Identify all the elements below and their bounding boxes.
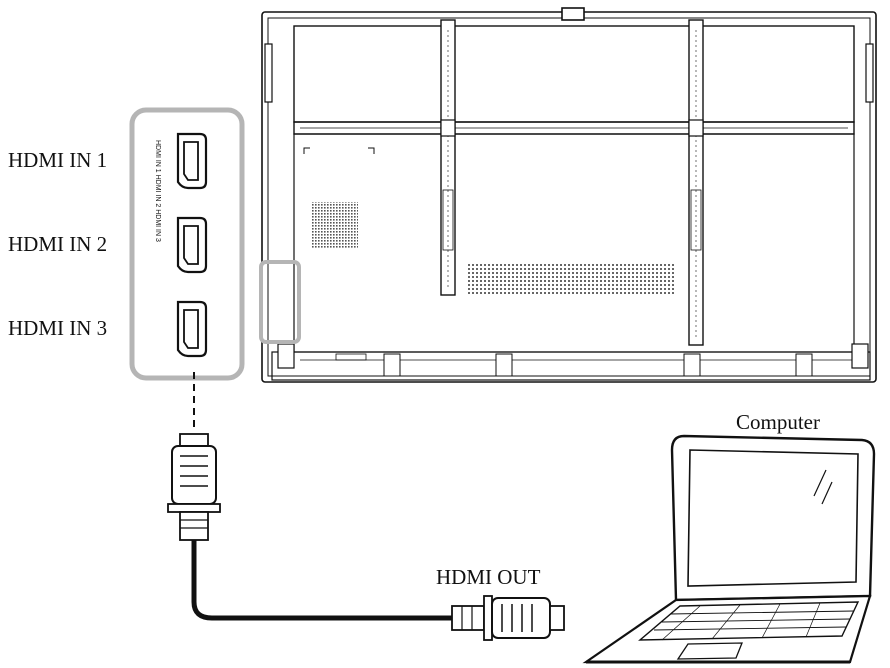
speaker-grille-large bbox=[466, 262, 674, 294]
hdmi-cable bbox=[191, 540, 454, 621]
hdmi-port-panel: HDMI IN 1 HDMI IN 2 HDMI IN 3 bbox=[129, 107, 245, 381]
hdmi-plug-vertical bbox=[167, 433, 221, 541]
hdmi-port-2-icon bbox=[176, 216, 208, 274]
speaker-grille-small bbox=[312, 202, 358, 248]
display-back-panel bbox=[261, 7, 877, 383]
hdmi-port-1-icon bbox=[176, 132, 208, 190]
computer-label: Computer bbox=[736, 410, 820, 434]
hdmi-in-3-label: HDMI IN 3 bbox=[8, 316, 108, 340]
hdmi-plug-horizontal bbox=[451, 595, 565, 641]
hdmi-in-2-label: HDMI IN 2 bbox=[8, 232, 108, 256]
port-area-highlight bbox=[259, 260, 301, 344]
hdmi-in-1-label: HDMI IN 1 bbox=[8, 148, 108, 172]
port-panel-label: HDMI IN 1 HDMI IN 2 HDMI IN 3 bbox=[154, 140, 161, 242]
hdmi-port-3-icon bbox=[176, 300, 208, 358]
laptop-computer-icon bbox=[582, 434, 876, 664]
hdmi-out-label: HDMI OUT bbox=[436, 565, 541, 589]
